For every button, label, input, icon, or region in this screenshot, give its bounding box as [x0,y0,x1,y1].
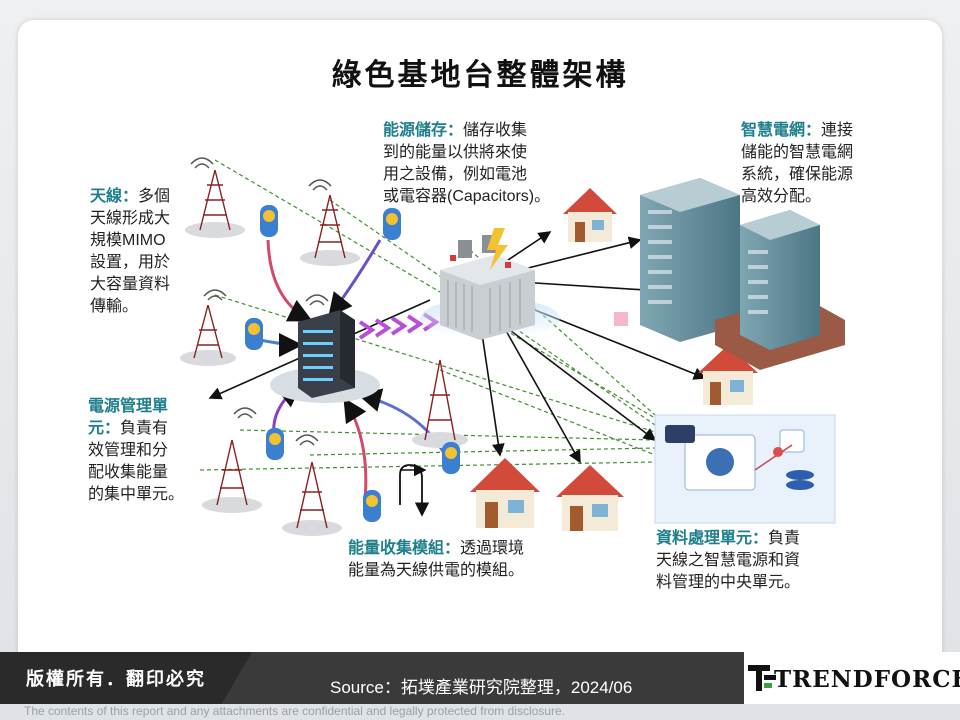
page-title: 綠色基地台整體架構 [331,58,629,93]
battery-icon [245,205,460,522]
annotation-smart-grid: 智慧電網：連接 儲能的智慧電網 系統，確保能源 高效分配。 [741,122,854,205]
trendforce-logo-icon [748,665,776,691]
annotation-energy-storage: 能源儲存：儲存收集 到的能量以供將來使 用之設備，例如電池 或電容器(Capac… [383,122,551,205]
copyright-notice: 版權所有．翻印必究 [26,669,206,689]
decor-square [614,312,628,326]
house-icon [470,188,758,531]
wireless-signal-icon [190,157,332,446]
annotation-energy-harvesting: 能量收集模組：透過環境 能量為天線供電的模組。 [348,540,525,579]
annotation-power-management: 電源管理單 元：負責有 效管理和分 配收集能量 的集中單元。 [88,398,185,503]
footer-left-panel [0,652,252,704]
logo-area [744,652,960,704]
annotation-antenna: 天線：多個 天線形成大 規模MIMO 設置，用於 大容量資料 傳輸。 [90,188,171,315]
source-citation: Source：拓墣產業研究院整理，2024/06 [330,678,633,697]
skyscraper-icon [640,178,845,370]
data-dashboard-icon [654,414,836,524]
harvest-arrow [399,464,430,517]
server-rack-icon [270,310,380,403]
annotation-data-processing: 資料處理單元：負責 天線之智慧電源和資 料管理的中央單元。 [656,530,801,591]
trendforce-logo-text: TRENDFORCE [774,666,960,693]
disclaimer-text: The contents of this report and any atta… [24,704,565,718]
substation-icon [420,228,560,340]
